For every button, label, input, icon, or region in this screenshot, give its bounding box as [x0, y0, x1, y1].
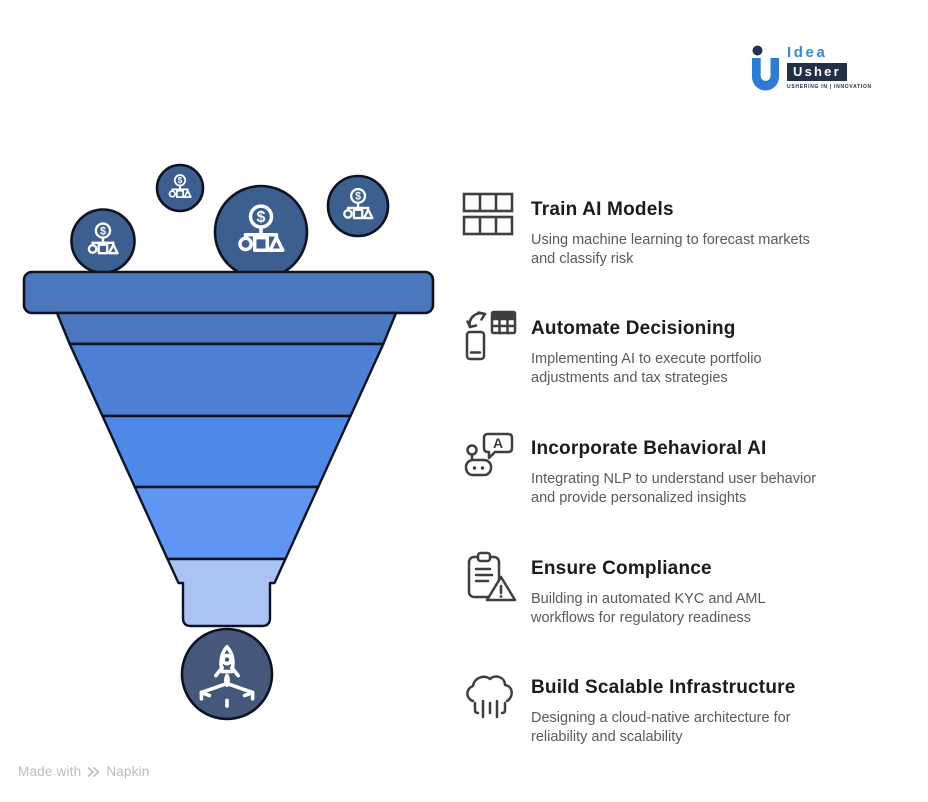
step-title: Automate Decisioning	[531, 318, 736, 339]
step-build-scalable-infrastructure: Build Scalable Infrastructure Designing …	[462, 666, 795, 746]
desc-line: Using machine learning to forecast marke…	[531, 232, 810, 248]
step-text: Ensure Compliance Building in automated …	[531, 547, 766, 627]
desc-line: and classify risk	[531, 250, 634, 267]
step-train-ai-models: Train AI Models Using machine learning t…	[462, 188, 810, 268]
funnel-band-4	[133, 485, 320, 561]
logo-text: Idea Usher USHERING IN | INNOVATION	[787, 44, 872, 96]
idea-usher-logo: Idea Usher USHERING IN | INNOVATION	[750, 44, 872, 96]
step-title: Incorporate Behavioral AI	[531, 438, 767, 459]
logo-idea-label: Idea	[787, 44, 828, 61]
step-description: Using machine learning to forecast marke…	[531, 231, 810, 268]
device-data-sync-icon	[462, 307, 518, 387]
step-description: Building in automated KYC and AML workfl…	[531, 590, 766, 627]
step-title: Train AI Models	[531, 199, 674, 220]
made-with-napkin: Made with Napkin	[18, 764, 150, 779]
step-text: Build Scalable Infrastructure Designing …	[531, 666, 795, 746]
funnel-rim	[22, 270, 435, 315]
desc-line: Designing a cloud-native architecture fo…	[531, 710, 791, 726]
step-description: Designing a cloud-native architecture fo…	[531, 709, 795, 746]
desc-line: workflows for regulatory readiness	[531, 609, 752, 626]
step-title: Ensure Compliance	[531, 558, 712, 579]
desc-line: adjustments and tax strategies	[531, 369, 728, 386]
step-description: Integrating NLP to understand user behav…	[531, 470, 816, 507]
bubble-letter: A	[493, 435, 503, 451]
logo-usher-label: Usher	[787, 63, 847, 81]
step-text: Train AI Models Using machine learning t…	[531, 188, 810, 268]
desc-line: Integrating NLP to understand user behav…	[531, 471, 817, 487]
step-automate-decisioning: Automate Decisioning Implementing AI to …	[462, 307, 762, 387]
funnel-band-1	[55, 311, 398, 346]
idea-usher-mark-icon	[750, 44, 784, 96]
cloud-infrastructure-icon	[462, 666, 518, 746]
funnel-band-3	[101, 414, 352, 489]
napkin-logo-icon	[87, 766, 100, 777]
funnel-spout	[166, 557, 287, 628]
clipboard-warning-icon	[462, 547, 518, 627]
logo-tagline: USHERING IN | INNOVATION	[787, 84, 872, 90]
step-description: Implementing AI to execute portfolio adj…	[531, 350, 762, 387]
desc-line: and provide personalized insights	[531, 489, 747, 506]
desc-line: Building in automated KYC and AML	[531, 591, 766, 607]
step-text: Automate Decisioning Implementing AI to …	[531, 307, 762, 387]
funnel-diagram: $	[22, 163, 435, 721]
desc-line: reliability and scalability	[531, 728, 683, 745]
robot-chat-icon: A	[462, 427, 518, 507]
step-ensure-compliance: Ensure Compliance Building in automated …	[462, 547, 766, 627]
made-with-label: Made with	[18, 764, 82, 779]
step-title: Build Scalable Infrastructure	[531, 677, 796, 698]
step-incorporate-behavioral-ai: A Incorporate Behavioral AI Integrating …	[462, 427, 816, 507]
step-text: Incorporate Behavioral AI Integrating NL…	[531, 427, 816, 507]
napkin-brand-label: Napkin	[106, 764, 150, 779]
funnel-band-2	[68, 342, 385, 418]
table-grid-icon	[462, 188, 518, 268]
desc-line: Implementing AI to execute portfolio	[531, 351, 762, 367]
